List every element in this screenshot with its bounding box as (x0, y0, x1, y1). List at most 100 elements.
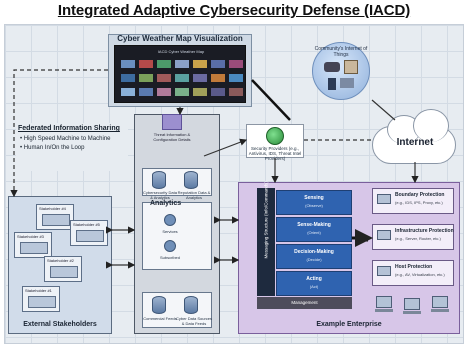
monitor-icon (377, 230, 391, 240)
internet-label: Internet (396, 137, 434, 148)
map-tile (193, 74, 207, 82)
map-tile (193, 88, 207, 96)
step-name: Decision-Making (294, 249, 334, 255)
stakeholder-server-icon (76, 230, 104, 242)
map-tile (157, 74, 171, 82)
car-icon (324, 62, 340, 72)
protection-name: Host Protection (395, 264, 433, 270)
step-sub: (Decide) (306, 257, 322, 262)
map-tile (229, 88, 243, 96)
protection-sub: (e.g., AV, Virtualization, etc.) (395, 272, 445, 277)
map-tile (175, 74, 189, 82)
step-sub: (Orient) (307, 230, 321, 235)
device-icon (340, 78, 354, 88)
step-acting: Acting (Act) (276, 271, 352, 296)
workstation-icon (403, 298, 421, 314)
map-tile (157, 60, 171, 68)
stakeholder-server-icon (28, 296, 56, 308)
house-icon (344, 60, 358, 74)
monitor-icon (377, 266, 391, 276)
storage-label: Reputation Data & Analytics (177, 190, 211, 200)
step-sensing: Sensing (Observe) (276, 190, 352, 215)
database-icon (184, 296, 198, 314)
boundary-protection-box: Boundary Protection (e.g., IDS, IPS, Prox… (372, 188, 454, 214)
map-tile (193, 60, 207, 68)
host-protection-box: Host Protection (e.g., AV, Virtualization… (372, 260, 454, 286)
stakeholder-card: Stakeholder #2 (44, 256, 82, 282)
messaging-structure-bar (257, 188, 275, 296)
database-icon (184, 171, 198, 189)
protection-name: Boundary Protection (395, 192, 445, 198)
federated-bullet: • Human In/On the Loop (20, 145, 85, 151)
stakeholder-card: Stakeholder #1 (22, 286, 60, 312)
analytics-title: Analytics (150, 200, 182, 207)
map-tile (175, 88, 189, 96)
federated-sharing-title: Federated Information Sharing (18, 125, 120, 132)
step-sub: (Act) (309, 284, 319, 289)
step-sense-making: Sense-Making (Orient) (276, 217, 352, 242)
community-iot-circle (312, 42, 370, 100)
map-tile (121, 74, 135, 82)
step-decision-making: Decision-Making (Decide) (276, 244, 352, 269)
federated-sharing-box (16, 123, 128, 171)
map-tile (229, 74, 243, 82)
stakeholder-card: Stakeholder #3 (14, 232, 52, 258)
stakeholder-server-icon (20, 242, 48, 254)
management-label: Management (291, 300, 318, 305)
stakeholder-server-icon (42, 214, 70, 226)
protection-name: Infrastructure Protection (395, 228, 454, 234)
internet-cloud (372, 109, 456, 164)
map-tile (211, 74, 225, 82)
map-tile (157, 88, 171, 96)
federated-bullet: • High Speed Machine to Machine (20, 136, 111, 142)
map-tile (121, 88, 135, 96)
example-enterprise-label: Example Enterprise (316, 321, 382, 328)
map-tile (211, 88, 225, 96)
orchestration-icon (162, 114, 182, 130)
map-tile (121, 60, 135, 68)
stakeholder-label: Stakeholder #2 (47, 258, 74, 263)
database-icon (152, 296, 166, 314)
stakeholder-server-icon (50, 266, 78, 278)
page-title: Integrated Adaptive Cybersecurity Defens… (57, 2, 411, 19)
map-tile (139, 74, 153, 82)
workstation-icon (431, 296, 449, 312)
stakeholder-label: Stakeholder #3 (17, 234, 44, 239)
step-sub: (Observe) (305, 203, 323, 208)
stakeholder-label: Stakeholder #1 (25, 288, 52, 293)
map-tile (139, 60, 153, 68)
database-icon (152, 171, 166, 189)
feed-label: Commercial Feeds (143, 316, 177, 321)
workstation-icon (375, 296, 393, 312)
infrastructure-protection-box: Infrastructure Protection (e.g., Server, … (372, 224, 454, 250)
globe-icon (266, 127, 284, 145)
storage-label: Cybersecurity Data & Analytics (142, 190, 177, 200)
stakeholder-card: Stakeholder #5 (70, 220, 108, 246)
map-tile (139, 88, 153, 96)
community-iot-label: Community's Internet of Things (314, 46, 368, 58)
map-tile (229, 60, 243, 68)
analytics-label: Subscribed (159, 255, 180, 260)
stakeholder-card: Stakeholder #4 (36, 204, 74, 230)
step-name: Sensing (304, 195, 324, 201)
feed-label: Cyber Data Sources & Data Feeds (176, 316, 213, 326)
analytics-node-icon (164, 240, 176, 252)
analytics-node-icon (164, 214, 176, 226)
protection-sub: (e.g., IDS, IPS, Proxy, etc.) (395, 200, 443, 205)
step-name: Acting (306, 276, 322, 282)
screen-caption: IACD Cyber Weather Map (157, 49, 205, 54)
cyber-weather-map-screen: IACD Cyber Weather Map (114, 45, 246, 103)
step-name: Sense-Making (297, 222, 331, 228)
phone-icon (328, 78, 336, 90)
cyber-weather-map-title: Cyber Weather Map Visualization (117, 34, 243, 43)
analytics-box (142, 202, 212, 270)
map-tile (175, 60, 189, 68)
monitor-icon (377, 194, 391, 204)
stakeholder-label: Stakeholder #4 (39, 206, 66, 211)
orchestration-label: Threat Information & Configuration Detai… (153, 132, 191, 142)
management-bar (257, 297, 352, 309)
analytics-label: Services (162, 229, 178, 234)
protection-sub: (e.g., Server, Router, etc.) (395, 236, 441, 241)
map-tile (211, 60, 225, 68)
